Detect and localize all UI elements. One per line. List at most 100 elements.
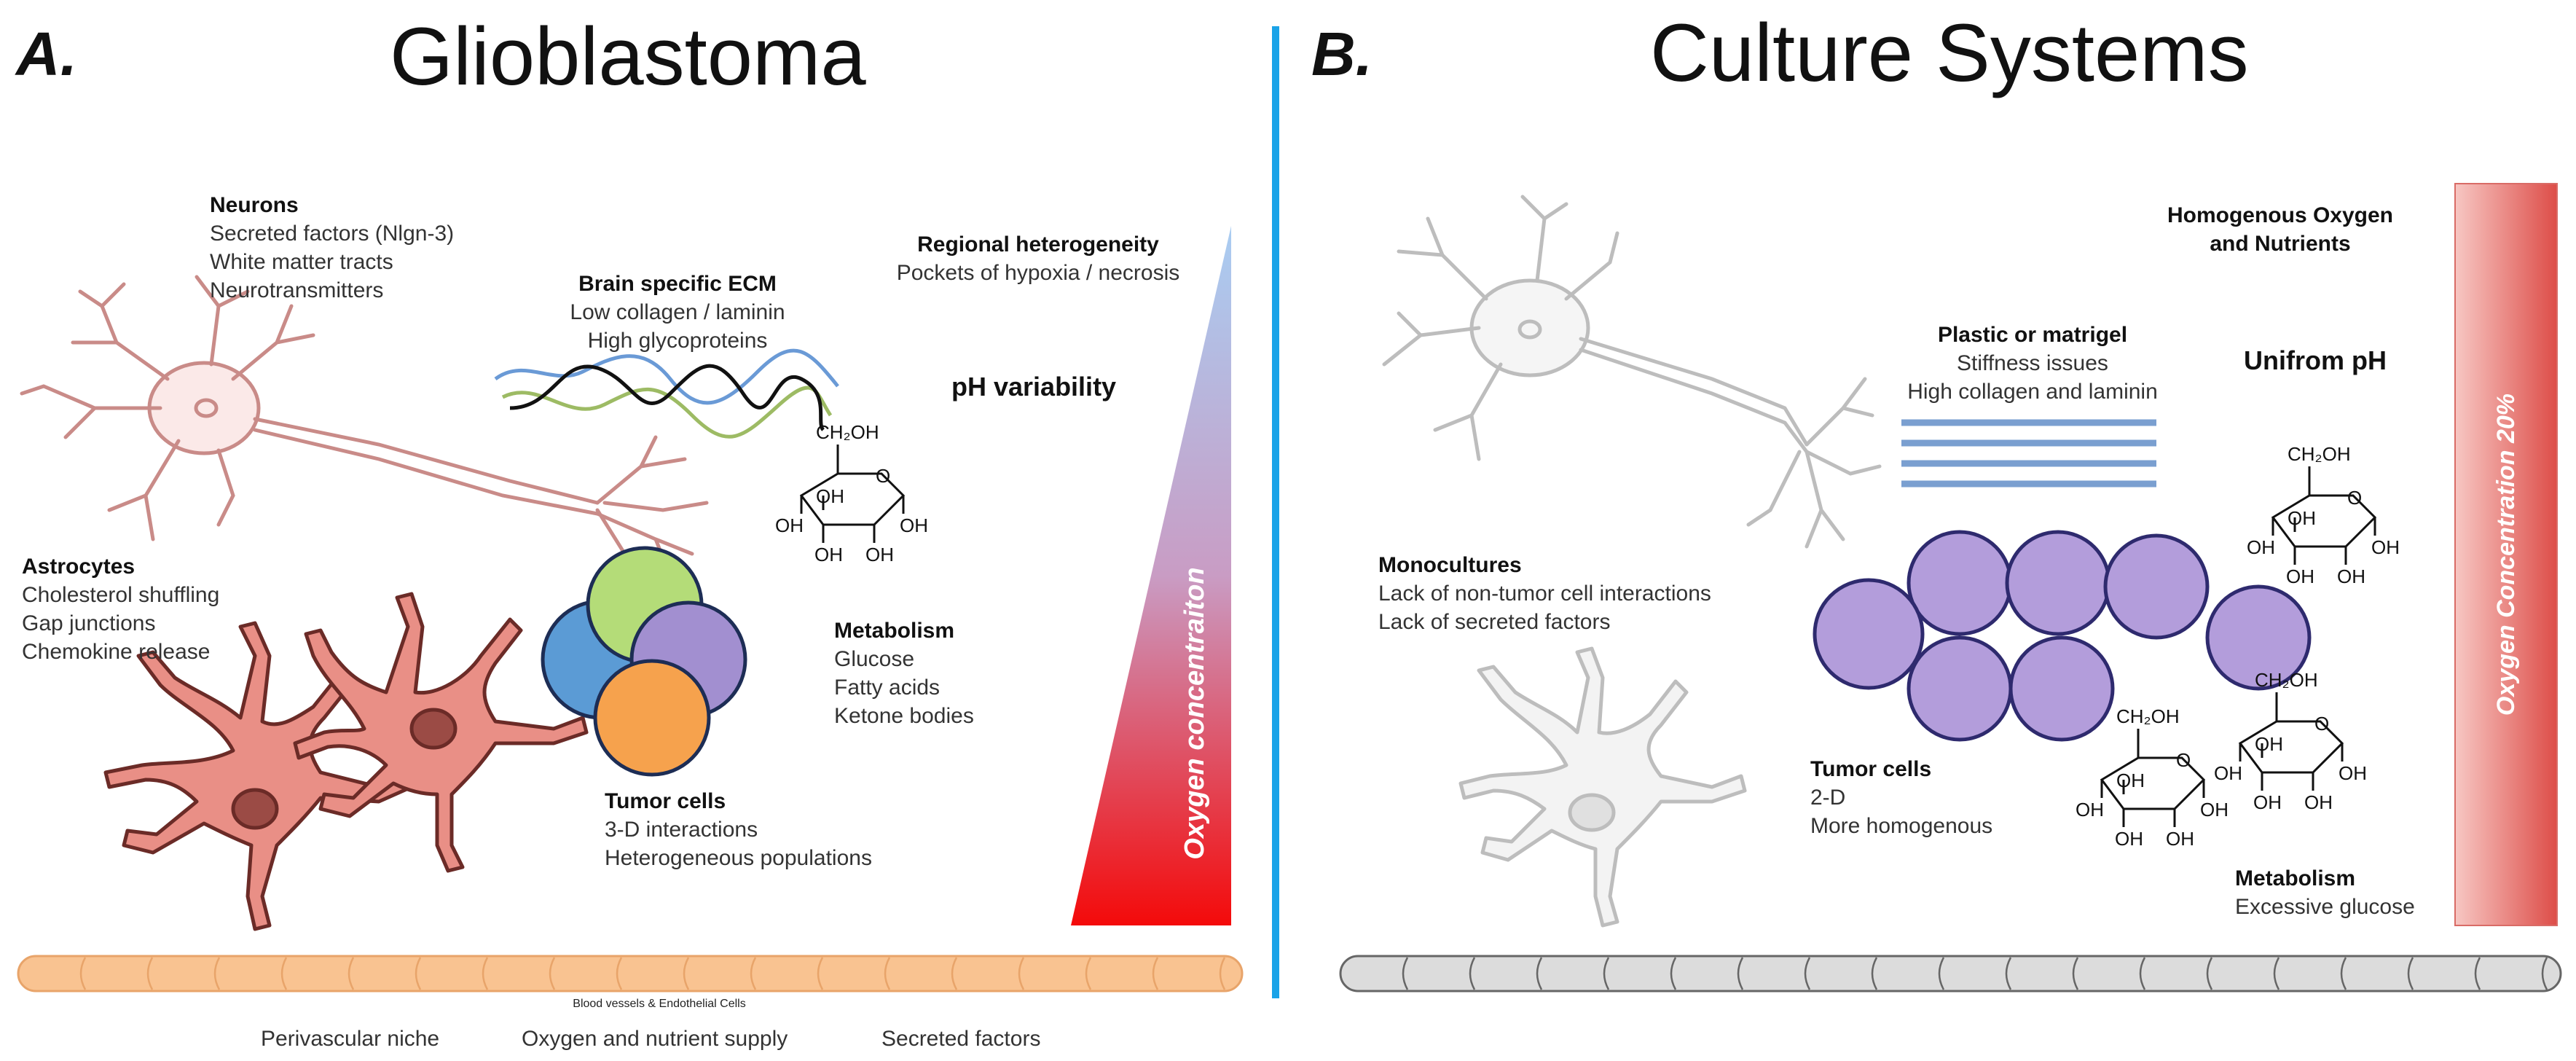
- vessel-b-segment: [2273, 957, 2280, 990]
- vessel-a-segment: [683, 957, 690, 990]
- glucose-oh-label: OH: [2371, 536, 2400, 558]
- glucose-oh-label: OH: [775, 514, 804, 536]
- metabolism-a-line-2: Fatty acids: [834, 676, 941, 700]
- glucose-oh-label: OH: [865, 544, 894, 565]
- vessel-b-segment: [2206, 957, 2213, 990]
- glucose-oh-label: OH: [2339, 762, 2367, 784]
- vessel-a-segment: [549, 957, 556, 990]
- vessel-b-segment: [2340, 957, 2347, 990]
- vessel-a-segment: [616, 957, 623, 990]
- tumor-cells-b-label: Tumor cells 2-D More homogenous: [1810, 755, 1992, 840]
- vessel-a-segment: [1085, 957, 1092, 990]
- glucose-oh-label: OH: [2214, 762, 2242, 784]
- vessel-a-tube: [17, 955, 1244, 993]
- ph-variability-label: pH variability: [951, 372, 1117, 402]
- oxygen-concentration-label-a: Oxygen concentraiton: [1179, 567, 1210, 860]
- glucose-ch2oh-label: CH₂OH: [2288, 443, 2351, 465]
- vessel-b-segment: [2005, 957, 2012, 990]
- vessel-a-segment: [347, 957, 355, 990]
- vessels-line-2: Oxygen and nutrient supply: [522, 1027, 788, 1051]
- astrocytes-label: Astrocytes Cholesterol shuffling Gap jun…: [22, 552, 219, 666]
- ecm-label: Brain specific ECM Low collagen / lamini…: [539, 270, 816, 355]
- vessel-b-segment: [1402, 957, 1409, 990]
- tumor-cells-a-line-2: Heterogeneous populations: [605, 846, 872, 870]
- vessel-a-segment: [750, 957, 757, 990]
- neurons-line-1: Secreted factors (Nlgn-3): [210, 222, 455, 246]
- oxygen-gradient-triangle: [1071, 226, 1231, 925]
- monocultures-label: Monocultures Lack of non-tumor cell inte…: [1378, 551, 1711, 636]
- vessel-a-segment: [482, 957, 489, 990]
- metabolism-b-label: Metabolism Excessive glucose: [2235, 864, 2415, 921]
- metabolism-a-label: Metabolism Glucose Fatty acids Ketone bo…: [834, 616, 974, 730]
- glucose-oh-label: OH: [2116, 770, 2145, 791]
- culture-dish-tube-b: [1339, 955, 2562, 993]
- vessel-b-segment: [2072, 957, 2079, 990]
- monocultures-line-1: Lack of non-tumor cell interactions: [1378, 582, 1711, 606]
- tumor-cells-a-line-1: 3-D interactions: [605, 818, 758, 842]
- metabolism-a-line-1: Glucose: [834, 647, 915, 671]
- neurons-line-2: White matter tracts: [210, 250, 393, 274]
- ecm-line-2: High glycoproteins: [587, 329, 768, 353]
- astrocytes-heading: Astrocytes: [22, 555, 136, 579]
- vessels-line-3: Secreted factors: [881, 1027, 1041, 1051]
- oxygen-concentration-label-b: Oxygen Concentration 20%: [2492, 393, 2520, 716]
- vessel-b-tube: [1339, 955, 2562, 993]
- metabolism-a-heading: Metabolism: [834, 619, 955, 643]
- vessel-b-segment: [2139, 957, 2146, 990]
- vessel-a-segment: [1219, 957, 1226, 990]
- tumor-cells-b-line-1: 2-D: [1810, 786, 1846, 810]
- vessel-a-segment: [146, 957, 154, 990]
- matrix-lines: [1901, 419, 2156, 488]
- metabolism-b-heading: Metabolism: [2235, 866, 2356, 890]
- glucose-oh-label: OH: [900, 514, 928, 536]
- panel-b-title: Culture Systems: [1650, 7, 2249, 98]
- vessel-b-segment: [1603, 957, 1610, 990]
- astrocytes-line-1: Cholesterol shuffling: [22, 583, 220, 607]
- ecm-fibers: [494, 348, 839, 439]
- ecm-line-1: Low collagen / laminin: [570, 300, 785, 324]
- vessel-b-segment: [1670, 957, 1677, 990]
- vessel-b-segment: [1804, 957, 1811, 990]
- regional-label: Regional heterogeneity Pockets of hypoxi…: [874, 230, 1202, 287]
- glucose-oh-label: OH: [2337, 565, 2365, 587]
- oxygen-concentration-bar: [2454, 183, 2558, 926]
- tumor-cells-b-line-2: More homogenous: [1810, 814, 1993, 838]
- tumor-cell-cluster-a: [541, 546, 747, 777]
- glucose-oh-label: OH: [2247, 536, 2275, 558]
- plastic-heading: Plastic or matrigel: [1937, 323, 2128, 347]
- vessel-a-segment: [817, 957, 824, 990]
- glucose-oh-label: OH: [2076, 799, 2104, 821]
- plastic-line-2: High collagen and laminin: [1907, 380, 2158, 404]
- glucose-ring-oxygen-label: O: [2176, 749, 2191, 771]
- vessel-a-segment: [951, 957, 958, 990]
- glucose-oh-label: OH: [816, 485, 844, 507]
- homogenous-oxygen-label: Homogenous Oxygen and Nutrients: [2156, 201, 2404, 258]
- glucose-ring-oxygen-label: O: [2314, 713, 2329, 735]
- vessel-a-segment: [1018, 957, 1025, 990]
- homogenous-oxygen-line-1: Homogenous Oxygen: [2167, 203, 2394, 227]
- neurons-line-3: Neurotransmitters: [210, 278, 384, 302]
- vessel-b-segment: [1469, 957, 1476, 990]
- vessel-b-segment: [1871, 957, 1878, 990]
- vessel-a-segment: [213, 957, 221, 990]
- glucose-ch2oh-label: CH₂OH: [816, 421, 879, 443]
- astrocyte-illustration-b: [1458, 646, 1747, 928]
- metabolism-b-line-1: Excessive glucose: [2235, 895, 2415, 919]
- regional-heading: Regional heterogeneity: [917, 232, 1159, 257]
- glucose-oh-label: OH: [2304, 791, 2333, 813]
- glucose-ring-oxygen-label: O: [876, 465, 890, 487]
- glucose-oh-label: OH: [2286, 565, 2314, 587]
- regional-line-1: Pockets of hypoxia / necrosis: [896, 261, 1180, 285]
- tumor-cells-b-heading: Tumor cells: [1810, 757, 1932, 781]
- blood-vessel-a: [17, 955, 1244, 993]
- metabolism-a-line-3: Ketone bodies: [834, 704, 974, 728]
- glucose-oh-label: OH: [2200, 799, 2229, 821]
- uniform-ph-label: Unifrom pH: [2244, 345, 2387, 375]
- vessel-a-segment: [884, 957, 891, 990]
- astrocytes-line-2: Gap junctions: [22, 611, 156, 635]
- ecm-heading: Brain specific ECM: [578, 272, 777, 296]
